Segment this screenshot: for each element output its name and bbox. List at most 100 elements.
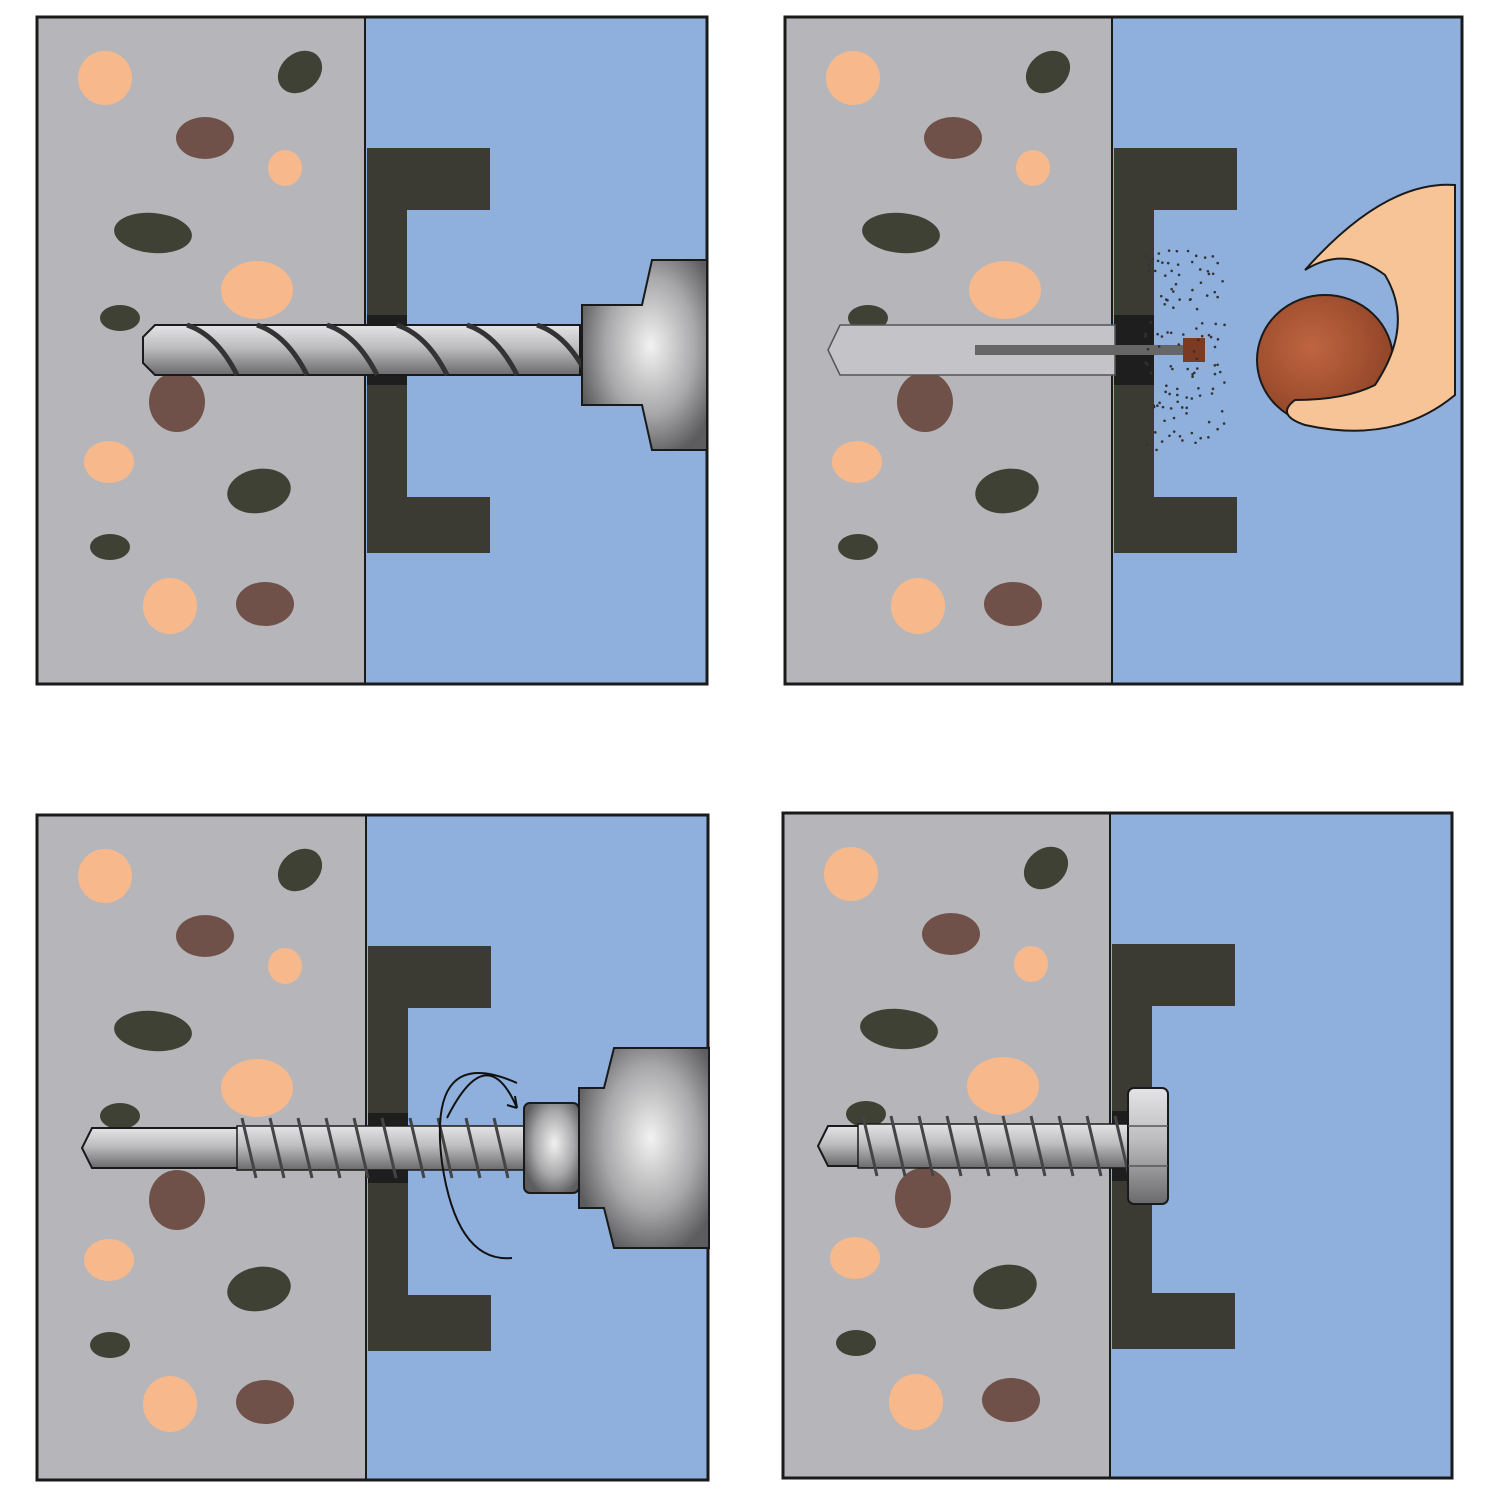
dust-particle (1176, 388, 1179, 391)
aggregate-stone (90, 1332, 130, 1358)
aggregate-stone (143, 578, 197, 634)
dust-particle (1208, 334, 1211, 337)
dust-particle (1168, 393, 1171, 396)
dust-particle (1223, 324, 1226, 327)
dust-particle (1191, 432, 1194, 435)
dust-particle (1216, 296, 1219, 299)
dust-particle (1157, 260, 1160, 263)
dust-particle (1197, 387, 1200, 390)
dust-particle (1158, 345, 1161, 348)
dust-particle (1195, 255, 1198, 258)
dust-particle (1214, 346, 1217, 349)
hex-bolt-head (1128, 1088, 1168, 1204)
dust-particle (1191, 289, 1194, 292)
dust-particle (1194, 441, 1197, 444)
dust-particle (1154, 431, 1157, 434)
dust-particle (1197, 339, 1200, 342)
dust-particle (1199, 394, 1202, 397)
dust-particle (1216, 262, 1219, 265)
dust-particle (1163, 419, 1166, 422)
dust-particle (1216, 428, 1219, 431)
dust-particle (1147, 264, 1150, 267)
dust-particle (1149, 321, 1152, 324)
dust-particle (1156, 333, 1159, 336)
dust-particle (1158, 402, 1161, 405)
dust-particle (1153, 406, 1156, 409)
dust-particle (1211, 392, 1214, 395)
dust-particle (1178, 343, 1181, 346)
aggregate-stone (90, 534, 130, 560)
dust-particle (1196, 358, 1199, 361)
dust-particle (1185, 407, 1188, 410)
dust-particle (1179, 435, 1182, 438)
dust-particle (1146, 363, 1149, 366)
dust-particle (1144, 332, 1147, 335)
dust-particle (1196, 308, 1199, 311)
aggregate-stone (895, 1168, 951, 1228)
dust-particle (1213, 291, 1216, 294)
dust-particle (1217, 338, 1220, 341)
aggregate-stone (832, 441, 882, 483)
dust-particle (1164, 274, 1167, 277)
aggregate-stone (149, 1170, 205, 1230)
dust-particle (1212, 255, 1215, 258)
dust-particle (1185, 396, 1188, 399)
dust-particle (1152, 258, 1155, 261)
dust-particle (1145, 255, 1148, 258)
dust-particle (1210, 336, 1213, 339)
dust-particle (1170, 270, 1173, 273)
aggregate-stone (176, 117, 234, 159)
dust-particle (1186, 368, 1189, 371)
dust-particle (1169, 365, 1172, 368)
dust-particle (1166, 299, 1169, 302)
aggregate-stone (78, 51, 132, 105)
dust-particle (1167, 262, 1170, 265)
aggregate-stone (84, 441, 134, 483)
dust-particle (1161, 261, 1164, 264)
dust-particle (1223, 422, 1226, 425)
aggregate-stone (84, 1239, 134, 1281)
dust-particle (1166, 331, 1169, 334)
dust-particle (1170, 407, 1173, 410)
dust-particle (1193, 350, 1196, 353)
dust-particle (1191, 375, 1194, 378)
dust-particle (1171, 368, 1174, 371)
dust-particle (1156, 404, 1159, 407)
dust-particle (1214, 364, 1217, 367)
aggregate-stone (922, 913, 980, 955)
dust-particle (1189, 298, 1192, 301)
dust-particle (1221, 280, 1224, 283)
dust-particle (1168, 434, 1171, 437)
dust-particle (1212, 388, 1215, 391)
dust-particle (1177, 263, 1180, 266)
dust-particle (1204, 256, 1207, 259)
dust-particle (1170, 288, 1173, 291)
pump-nozzle (975, 345, 1195, 355)
dust-particle (1150, 372, 1153, 375)
dust-particle (1206, 294, 1209, 297)
aggregate-stone (824, 847, 878, 901)
dust-particle (1173, 430, 1176, 433)
dust-particle (1191, 397, 1194, 400)
aggregate-stone (221, 1059, 293, 1117)
dust-particle (1178, 274, 1181, 277)
dust-particle (1223, 381, 1226, 384)
aggregate-stone (836, 1330, 876, 1356)
dust-particle (1185, 412, 1188, 415)
pump-neck (1183, 338, 1205, 362)
panel-step-1 (37, 17, 707, 684)
aggregate-stone (221, 261, 293, 319)
dust-particle (1193, 371, 1196, 374)
dust-particle (1168, 249, 1171, 252)
dust-particle (1208, 421, 1211, 424)
dust-particle (1199, 268, 1202, 271)
aggregate-stone (924, 117, 982, 159)
aggregate-stone (967, 1057, 1039, 1115)
aggregate-stone (897, 372, 953, 432)
dust-particle (1187, 250, 1190, 253)
dust-particle (1176, 400, 1179, 403)
aggregate-stone (1016, 150, 1050, 186)
dust-particle (1176, 250, 1179, 253)
dust-particle (1172, 306, 1175, 309)
